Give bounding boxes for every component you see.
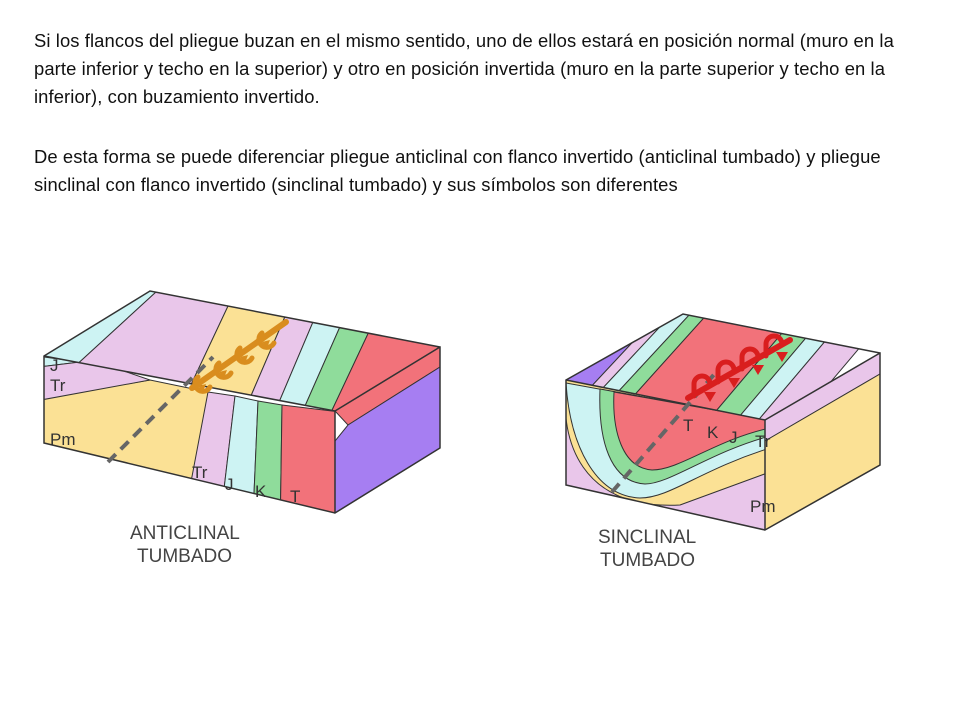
anticlinal-tumbado-block: J Tr Pm Tr J K T ANTICLINAL TUMBADO — [43, 290, 441, 567]
anti-label-J-top: J — [50, 356, 59, 375]
anticline-overturned-symbol — [189, 319, 289, 394]
anticlinal-caption-line2: TUMBADO — [137, 546, 232, 567]
sin-label-Tr: Tr — [755, 432, 771, 451]
sinclinal-caption-line2: TUMBADO — [600, 550, 695, 571]
sinclinal-tumbado-block: T K J Tr Pm SINCLINAL TUMBADO — [565, 313, 881, 571]
anti-label-K-front: K — [255, 482, 267, 501]
anti-label-Tr-front: Tr — [192, 463, 208, 482]
anti-axial-trace — [106, 355, 215, 464]
anti-label-T-front: T — [290, 487, 300, 506]
anti-front-Pm — [44, 379, 209, 513]
paragraph-flancos: Si los flancos del pliegue buzan en el m… — [34, 30, 894, 107]
sin-label-K: K — [707, 423, 719, 442]
sin-label-Pm: Pm — [750, 497, 776, 516]
paragraph-diferenciar: De esta forma se puede diferenciar plieg… — [34, 146, 881, 195]
sin-top-K — [591, 314, 721, 420]
anti-label-J-front: J — [225, 475, 234, 494]
anti-front-Tr-left — [44, 361, 151, 403]
anticlinal-caption-line1: ANTICLINAL — [130, 523, 240, 544]
anti-label-Tr-left: Tr — [50, 376, 66, 395]
syncline-overturned-symbol — [685, 333, 793, 402]
anti-label-Pm: Pm — [50, 430, 76, 449]
sin-label-J: J — [729, 428, 738, 447]
sin-front-T — [613, 391, 765, 471]
anti-front-T-flank — [279, 404, 335, 513]
sin-label-T: T — [683, 416, 693, 435]
sin-top-T-core — [611, 314, 811, 420]
sinclinal-caption-line1: SINCLINAL — [598, 527, 696, 548]
